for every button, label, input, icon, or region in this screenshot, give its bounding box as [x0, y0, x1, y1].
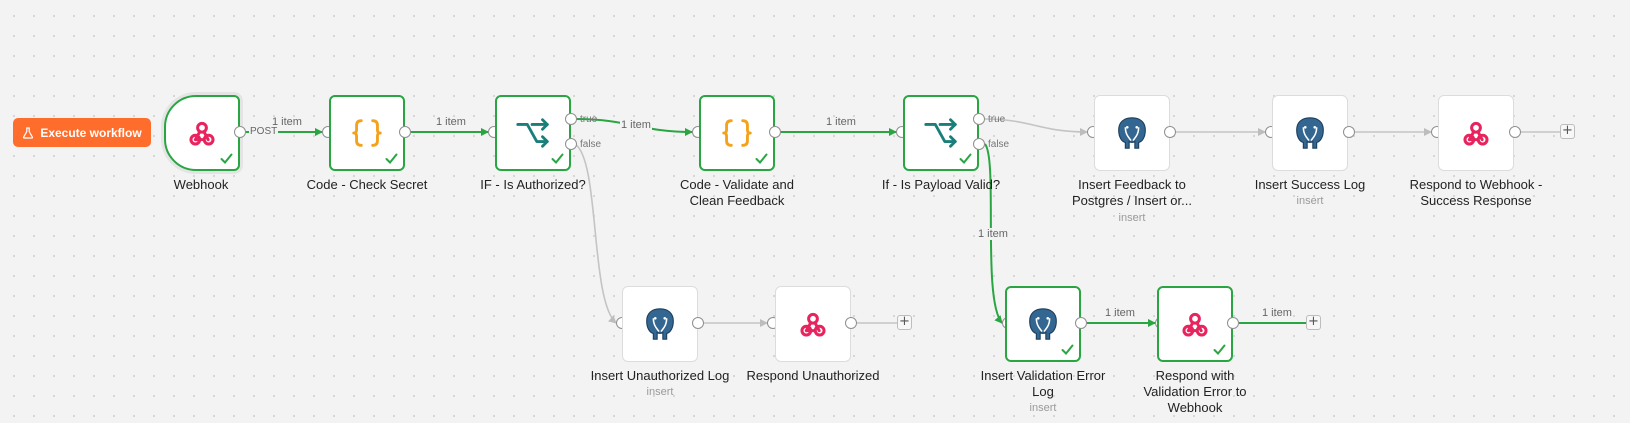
check-icon	[959, 153, 972, 164]
check-icon	[551, 153, 564, 164]
label-if-is-authorized: IF - Is Authorized?	[480, 177, 586, 192]
subtitle-insert-validation: insert	[1029, 402, 1057, 414]
execute-workflow-label: Execute workflow	[40, 125, 142, 140]
execute-workflow-button[interactable]: Execute workflow	[13, 118, 151, 147]
node-insert-unauthorized-log[interactable]	[622, 286, 698, 362]
add-node-plus-icon[interactable]: +	[897, 315, 912, 330]
code-braces-icon	[352, 119, 382, 147]
label-insert-validation-error-log: Insert Validation Error Log	[980, 368, 1106, 399]
label-respond-success: Respond to Webhook - Success Response	[1409, 177, 1543, 208]
postgres-elephant-icon	[1029, 308, 1057, 340]
code-braces-icon	[722, 119, 752, 147]
check-icon	[1213, 344, 1226, 355]
label-insert-unauthorized-log: Insert Unauthorized Log	[590, 368, 730, 383]
edge-label-4: 1 item	[826, 116, 856, 128]
edge-label-1: 1 item	[272, 116, 302, 128]
edge-label-3: 1 item	[620, 119, 652, 131]
node-webhook[interactable]	[164, 95, 240, 171]
check-icon	[1061, 344, 1074, 355]
label-respond-unauthorized: Respond Unauthorized	[746, 368, 880, 383]
webhook-icon	[1182, 312, 1208, 337]
branch-split-icon	[516, 118, 549, 148]
respond-validation-output-port[interactable]	[1227, 317, 1239, 329]
wire-false-to-unauth-log	[574, 143, 617, 324]
insert-unauth-output-port[interactable]	[692, 317, 704, 329]
flask-icon	[23, 126, 34, 139]
check-secret-output-port[interactable]	[399, 126, 411, 138]
branch-true-label: true	[580, 114, 598, 125]
edge-label-7: 1 item	[1262, 307, 1292, 319]
webhook-icon	[800, 312, 826, 337]
check-icon	[755, 153, 768, 164]
is-authorized-true-port[interactable]	[565, 113, 577, 125]
edge-label-6: 1 item	[1105, 307, 1135, 319]
label-if-payload-valid: If - Is Payload Valid?	[881, 177, 1001, 192]
validate-output-port[interactable]	[769, 126, 781, 138]
insert-feedback-output-port[interactable]	[1164, 126, 1176, 138]
node-respond-unauthorized[interactable]	[775, 286, 851, 362]
webhook-output-port[interactable]	[234, 126, 246, 138]
edge-label-5: 1 item	[977, 228, 1009, 240]
webhook-icon	[1463, 121, 1489, 146]
subtitle-insert-success: insert	[1296, 195, 1324, 207]
label-code-validate-feedback: Code - Validate and Clean Feedback	[680, 177, 794, 208]
label-insert-feedback-postgres: Insert Feedback to Postgres / Insert or.…	[1072, 177, 1192, 208]
postgres-elephant-icon	[646, 308, 674, 340]
branch-false-label: false	[580, 139, 602, 150]
label-insert-success-log: Insert Success Log	[1254, 177, 1366, 192]
branch-split-icon	[924, 118, 957, 148]
label-code-check-secret: Code - Check Secret	[306, 177, 428, 192]
webhook-icon	[189, 121, 215, 146]
node-code-validate-feedback[interactable]	[699, 95, 775, 171]
branch-true-label: true	[988, 114, 1006, 125]
check-icon	[385, 153, 398, 164]
node-code-check-secret[interactable]	[329, 95, 405, 171]
subtitle-insert-feedback: insert	[1118, 212, 1146, 224]
insert-validation-output-port[interactable]	[1075, 317, 1087, 329]
node-respond-validation-error[interactable]	[1157, 286, 1233, 362]
subtitle-insert-unauth: insert	[646, 386, 674, 398]
insert-success-output-port[interactable]	[1343, 126, 1355, 138]
label-webhook: Webhook	[173, 177, 229, 192]
branch-false-label: false	[988, 139, 1010, 150]
node-if-payload-valid[interactable]	[903, 95, 979, 171]
payload-valid-true-port[interactable]	[973, 113, 985, 125]
postgres-elephant-icon	[1296, 117, 1324, 149]
node-insert-validation-error-log[interactable]	[1005, 286, 1081, 362]
add-node-plus-icon[interactable]: +	[1306, 315, 1321, 330]
check-icon	[220, 153, 233, 164]
node-insert-success-log[interactable]	[1272, 95, 1348, 171]
edge-webhook-method: POST	[249, 126, 279, 137]
node-if-is-authorized[interactable]	[495, 95, 571, 171]
edge-label-2: 1 item	[436, 116, 466, 128]
label-respond-validation-error: Respond with Validation Error to Webhook	[1143, 368, 1247, 415]
postgres-elephant-icon	[1118, 117, 1146, 149]
add-node-plus-icon[interactable]: +	[1560, 124, 1575, 139]
payload-valid-false-port[interactable]	[973, 138, 985, 150]
node-respond-success[interactable]	[1438, 95, 1514, 171]
respond-unauth-output-port[interactable]	[845, 317, 857, 329]
respond-success-output-port[interactable]	[1509, 126, 1521, 138]
is-authorized-false-port[interactable]	[565, 138, 577, 150]
node-insert-feedback-postgres[interactable]	[1094, 95, 1170, 171]
